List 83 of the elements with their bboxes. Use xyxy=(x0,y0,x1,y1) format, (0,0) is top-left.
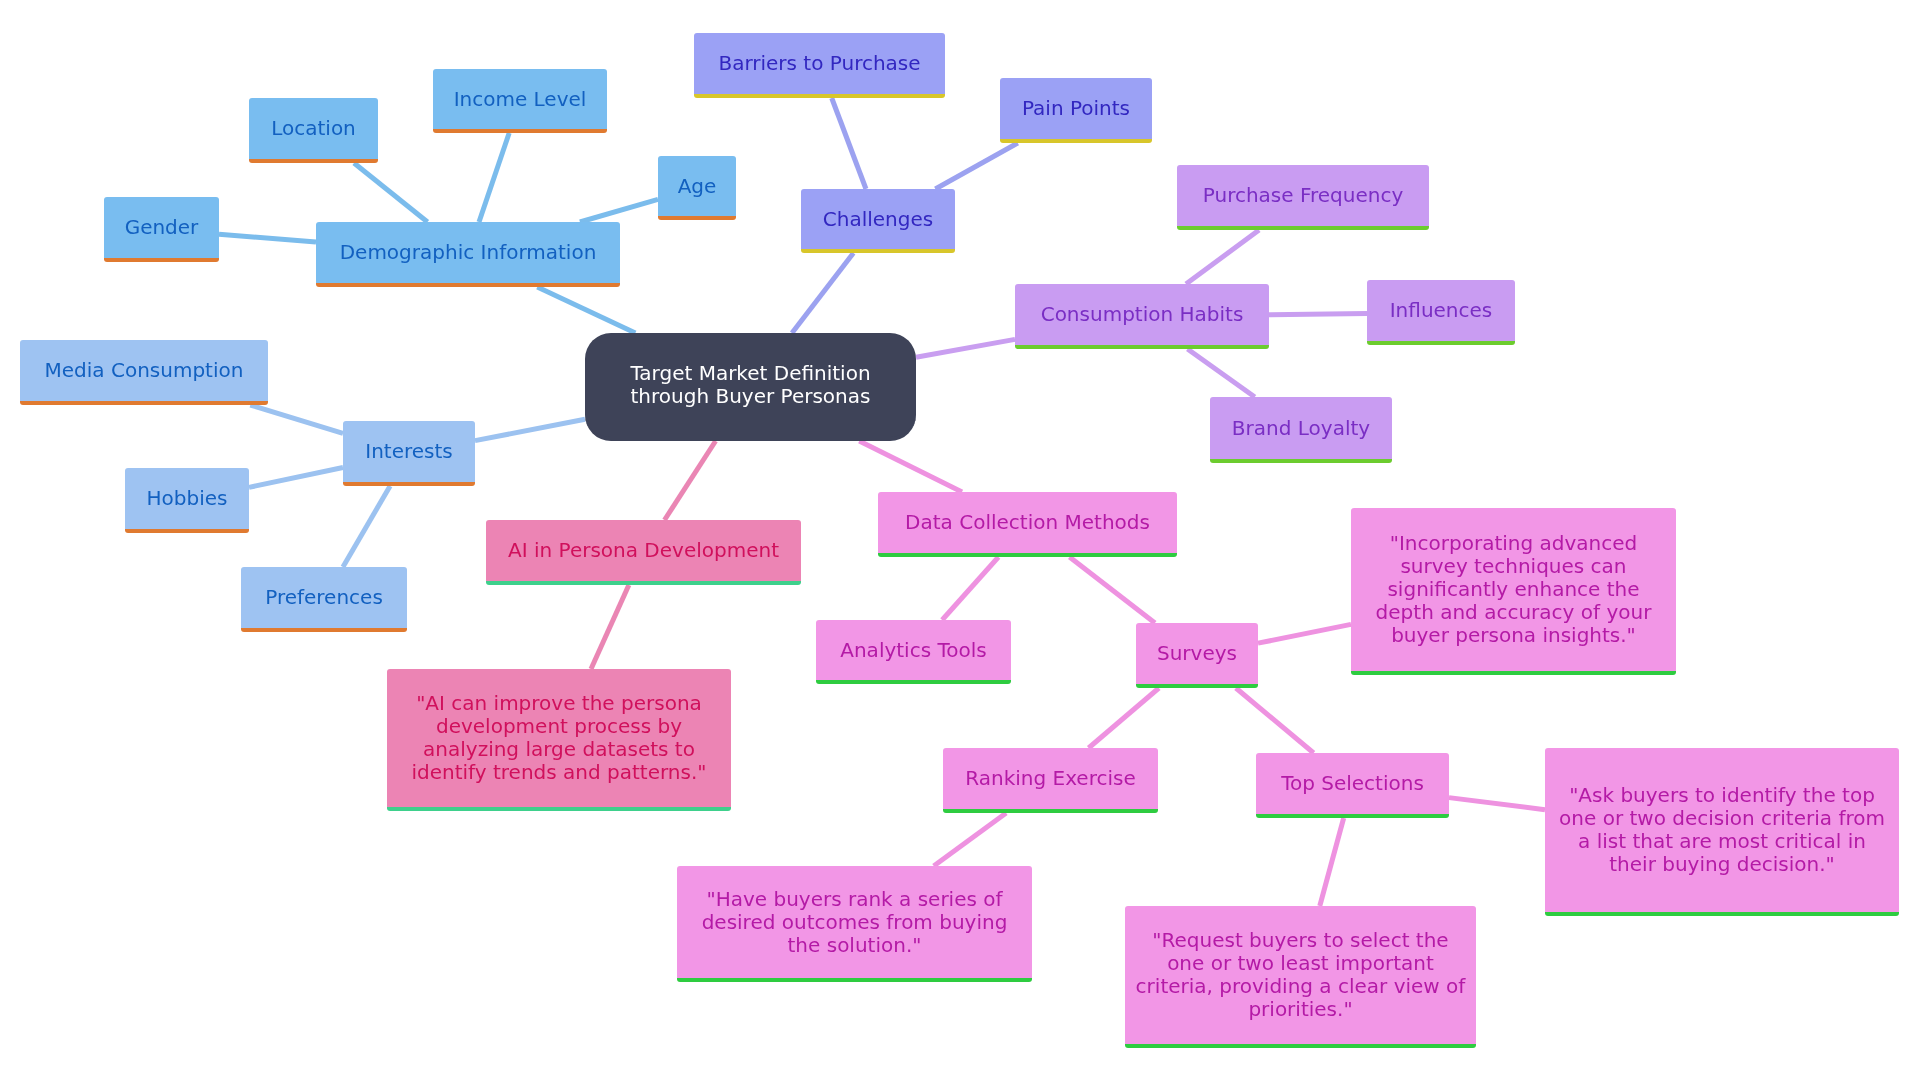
topic-label: Hobbies xyxy=(146,487,228,510)
connector-line xyxy=(588,583,632,671)
connector-line xyxy=(1268,311,1368,318)
topic-box xyxy=(878,492,1177,557)
connector-line xyxy=(1184,228,1261,286)
quote-box xyxy=(677,866,1032,982)
connector-line xyxy=(662,439,718,522)
connector-line xyxy=(476,132,512,223)
topic-label: Brand Loyalty xyxy=(1231,416,1371,440)
topic-box xyxy=(241,567,407,632)
topic-label: Influences xyxy=(1389,299,1493,322)
topic-box xyxy=(943,748,1158,813)
topic-box xyxy=(1256,753,1449,818)
topic-label: Age xyxy=(677,174,717,198)
connector-line xyxy=(1068,555,1157,625)
topic-label: Preferences xyxy=(265,586,383,609)
topic-label: Pain Points xyxy=(1021,97,1131,120)
topic-box xyxy=(1210,397,1392,463)
topic-label: AI in Persona Development xyxy=(508,539,779,562)
connector-line xyxy=(218,231,317,245)
connector-line xyxy=(536,284,637,336)
topic-label: "Incorporating advanced survey techniques can significantly enhance the depth and accuracy of your buyer persona insights." xyxy=(1374,532,1653,647)
central-topic-box xyxy=(585,333,916,441)
topic-label: Top Selections xyxy=(1281,772,1424,795)
topic-box xyxy=(658,156,736,220)
topic-label: Interests xyxy=(365,440,453,463)
connector-line xyxy=(248,465,344,490)
quote-box xyxy=(387,669,731,811)
connector-line xyxy=(790,251,856,335)
quote-box xyxy=(1545,748,1899,916)
topic-box xyxy=(816,620,1011,684)
topic-box xyxy=(1015,284,1269,349)
topic-label: Income Level xyxy=(453,87,587,111)
connector-line xyxy=(940,555,1001,622)
topic-box xyxy=(1177,165,1429,230)
connector-line xyxy=(1186,346,1257,400)
topic-label: Analytics Tools xyxy=(840,638,987,662)
topic-label: "Ask buyers to identify the top one or two decision criteria from a list that are most critical in their buying decision." xyxy=(1558,784,1886,876)
topic-label: Media Consumption xyxy=(44,359,244,382)
topic-box xyxy=(1367,280,1515,345)
topic-label: Demographic Information xyxy=(339,241,597,264)
topic-label: "AI can improve the persona development process by analyzing large datasets to identify trends and patterns." xyxy=(410,692,708,784)
topic-box xyxy=(20,340,268,405)
topic-label: Ranking Exercise xyxy=(965,767,1136,790)
connector-line xyxy=(934,140,1019,192)
quote-box xyxy=(1125,906,1476,1048)
topic-box xyxy=(343,421,475,486)
connector-line xyxy=(352,161,430,224)
connector-line xyxy=(340,484,393,569)
topic-label: Gender xyxy=(124,216,199,239)
topic-label: Purchase Frequency xyxy=(1202,184,1404,207)
topic-label: Challenges xyxy=(822,207,934,231)
topic-label: Surveys xyxy=(1157,642,1237,665)
topic-box xyxy=(433,69,607,133)
connector-line xyxy=(474,416,586,444)
topic-box xyxy=(316,222,620,287)
topic-box xyxy=(125,468,249,533)
topic-box xyxy=(104,197,219,262)
connector-line xyxy=(1086,686,1161,750)
topic-label: Target Market Definition through Buyer Personas xyxy=(629,362,872,408)
topic-box xyxy=(1136,623,1258,688)
topic-label: "Have buyers rank a series of desired outcomes from buying the solution." xyxy=(700,887,1009,957)
topic-label: "Request buyers to select the one or two least important criteria, providing a clear view of priorities." xyxy=(1135,929,1466,1021)
topic-box xyxy=(1000,78,1152,143)
connector-line xyxy=(1257,621,1352,646)
connector-line xyxy=(579,196,659,225)
topic-label: Data Collection Methods xyxy=(905,511,1150,534)
connector-line xyxy=(932,811,1008,868)
connector-line xyxy=(829,97,869,190)
connector-line xyxy=(249,402,344,436)
topic-box xyxy=(249,98,378,163)
quote-box xyxy=(1351,508,1676,675)
topic-label: Location xyxy=(271,117,356,140)
connector-line xyxy=(915,336,1016,360)
connector-line xyxy=(858,438,964,495)
connector-line xyxy=(1234,686,1316,755)
topic-box xyxy=(486,520,801,585)
topic-box xyxy=(694,33,945,98)
topic-label: Barriers to Purchase xyxy=(718,52,921,75)
topic-box xyxy=(801,189,955,253)
connector-line xyxy=(1317,817,1347,907)
connector-line xyxy=(1448,795,1546,813)
topic-label: Consumption Habits xyxy=(1040,303,1244,326)
